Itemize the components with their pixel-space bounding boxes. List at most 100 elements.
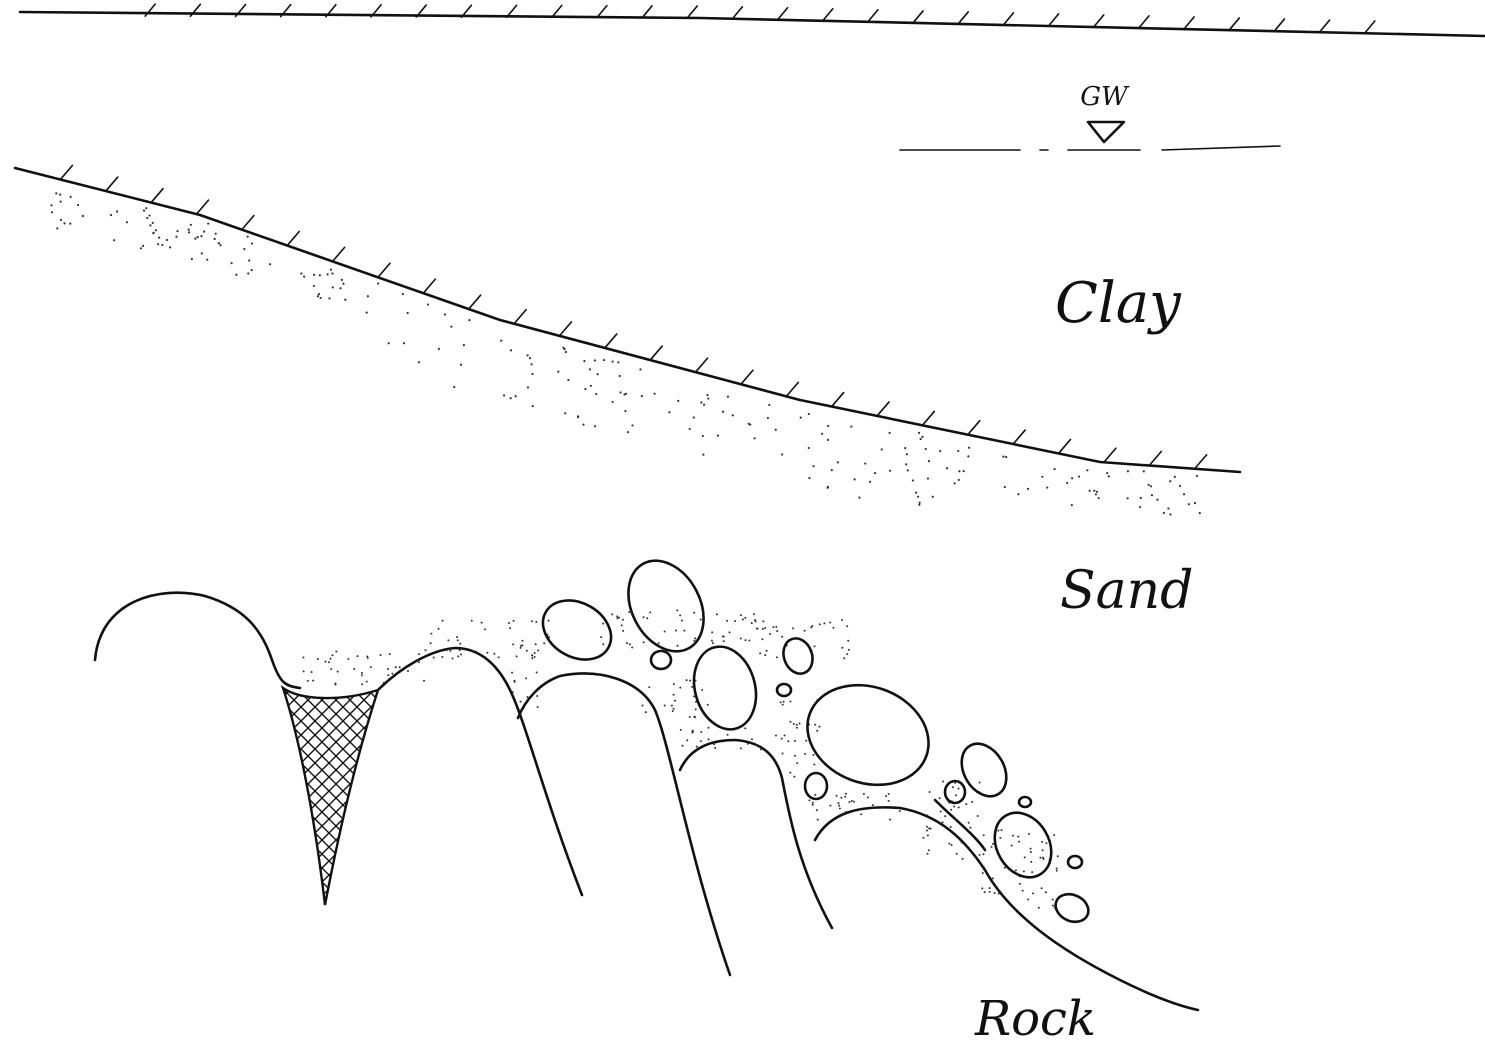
sand-dot xyxy=(812,804,814,806)
sand-dot xyxy=(330,269,332,271)
hatch-tick xyxy=(1195,455,1207,469)
sand-dot xyxy=(682,745,684,747)
sand-dot xyxy=(832,627,834,629)
sand-dot xyxy=(51,211,53,213)
sand-dot xyxy=(441,656,443,658)
sand-dot xyxy=(500,339,502,341)
sand-dot xyxy=(955,819,957,821)
hatch-tick xyxy=(877,402,889,416)
sand-dot xyxy=(531,657,533,659)
sand-dot xyxy=(248,259,250,261)
hatch-tick xyxy=(732,7,742,19)
sand-dot xyxy=(146,217,148,219)
sand-dot xyxy=(1139,506,1141,508)
sand-dot xyxy=(1053,834,1055,836)
sand-dot xyxy=(313,285,315,287)
hatch-tick xyxy=(696,358,708,372)
sand-dot xyxy=(140,247,142,249)
sand-dot xyxy=(677,400,679,402)
sand-dot xyxy=(982,853,984,855)
sand-dot xyxy=(520,645,522,647)
sand-dot xyxy=(484,656,486,658)
sand-dot xyxy=(145,207,147,209)
sand-dot xyxy=(577,416,579,418)
sand-dot xyxy=(845,811,847,813)
sand-dot xyxy=(717,435,719,437)
sand-dot xyxy=(1194,502,1196,504)
sand-dot xyxy=(1041,476,1043,478)
sand-dot xyxy=(953,806,955,808)
sand-dot xyxy=(919,502,921,504)
sand-dot xyxy=(427,303,429,305)
hatch-tick xyxy=(968,421,980,435)
sand-dot xyxy=(965,803,967,805)
sand-dot xyxy=(869,481,871,483)
sand-dot xyxy=(1096,491,1098,493)
sand-dot xyxy=(979,854,981,856)
sand-dot xyxy=(928,460,930,462)
sand-dot xyxy=(481,622,483,624)
sand-dot xyxy=(116,210,118,212)
sand-dot xyxy=(243,248,245,250)
sand-dot xyxy=(1199,512,1201,514)
sand-dot xyxy=(149,224,151,226)
sand-dot xyxy=(218,242,220,244)
sand-dot xyxy=(361,674,363,676)
sand-dot xyxy=(1030,848,1032,850)
hatch-tick xyxy=(1094,15,1104,27)
sand-dot xyxy=(311,671,313,673)
sand-dot xyxy=(1019,883,1021,885)
sand-dot xyxy=(645,711,647,713)
sand-dot xyxy=(620,391,622,393)
sand-dot xyxy=(1045,842,1047,844)
sand-dot xyxy=(829,805,831,807)
sand-dot xyxy=(532,405,534,407)
sand-dot xyxy=(200,235,202,237)
sand-dot xyxy=(347,658,349,660)
sand-dot xyxy=(206,259,208,261)
sand-dot xyxy=(764,627,766,629)
sand-dot xyxy=(812,754,814,756)
sand-dot xyxy=(603,359,605,361)
hatch-tick xyxy=(196,200,208,214)
sand-dot xyxy=(984,891,986,893)
sand-dot xyxy=(1018,841,1020,843)
sand-dot xyxy=(927,834,929,836)
sand-dot xyxy=(361,683,363,685)
sand-dot xyxy=(792,627,794,629)
sand-dot xyxy=(889,819,891,821)
sand-dot xyxy=(899,810,901,812)
sand-dot xyxy=(793,723,795,725)
sand-dot xyxy=(1174,476,1176,478)
sand-dot xyxy=(527,386,529,388)
sand-dot xyxy=(387,668,389,670)
sand-dot xyxy=(457,655,459,657)
sand-dot xyxy=(789,701,791,703)
sand-dot xyxy=(1015,869,1017,871)
sand-dot xyxy=(531,654,533,656)
groundwater-level: GW xyxy=(900,82,1280,150)
sand-dot xyxy=(1056,870,1058,872)
sand-dot xyxy=(918,504,920,506)
sand-dot xyxy=(1011,844,1013,846)
sand-dot xyxy=(641,395,643,397)
sand-dot xyxy=(673,683,675,685)
sand-dot xyxy=(475,650,477,652)
sand-dot xyxy=(762,620,764,622)
sand-dot xyxy=(621,624,623,626)
sand-dot xyxy=(459,643,461,645)
sand-dot xyxy=(794,740,796,742)
sand-dot xyxy=(702,454,704,456)
sand-dot xyxy=(1078,475,1080,477)
sand-dot xyxy=(324,661,326,663)
sand-dot xyxy=(1017,836,1019,838)
sand-dot xyxy=(1108,475,1110,477)
sand-dot xyxy=(387,674,389,676)
sand-dot xyxy=(536,695,538,697)
sand-dot xyxy=(1001,829,1003,831)
sand-dot xyxy=(188,228,190,230)
sand-dot xyxy=(622,619,624,621)
hatch-tick xyxy=(106,177,118,191)
sand-dot xyxy=(689,428,691,430)
sand-dot xyxy=(928,849,930,851)
